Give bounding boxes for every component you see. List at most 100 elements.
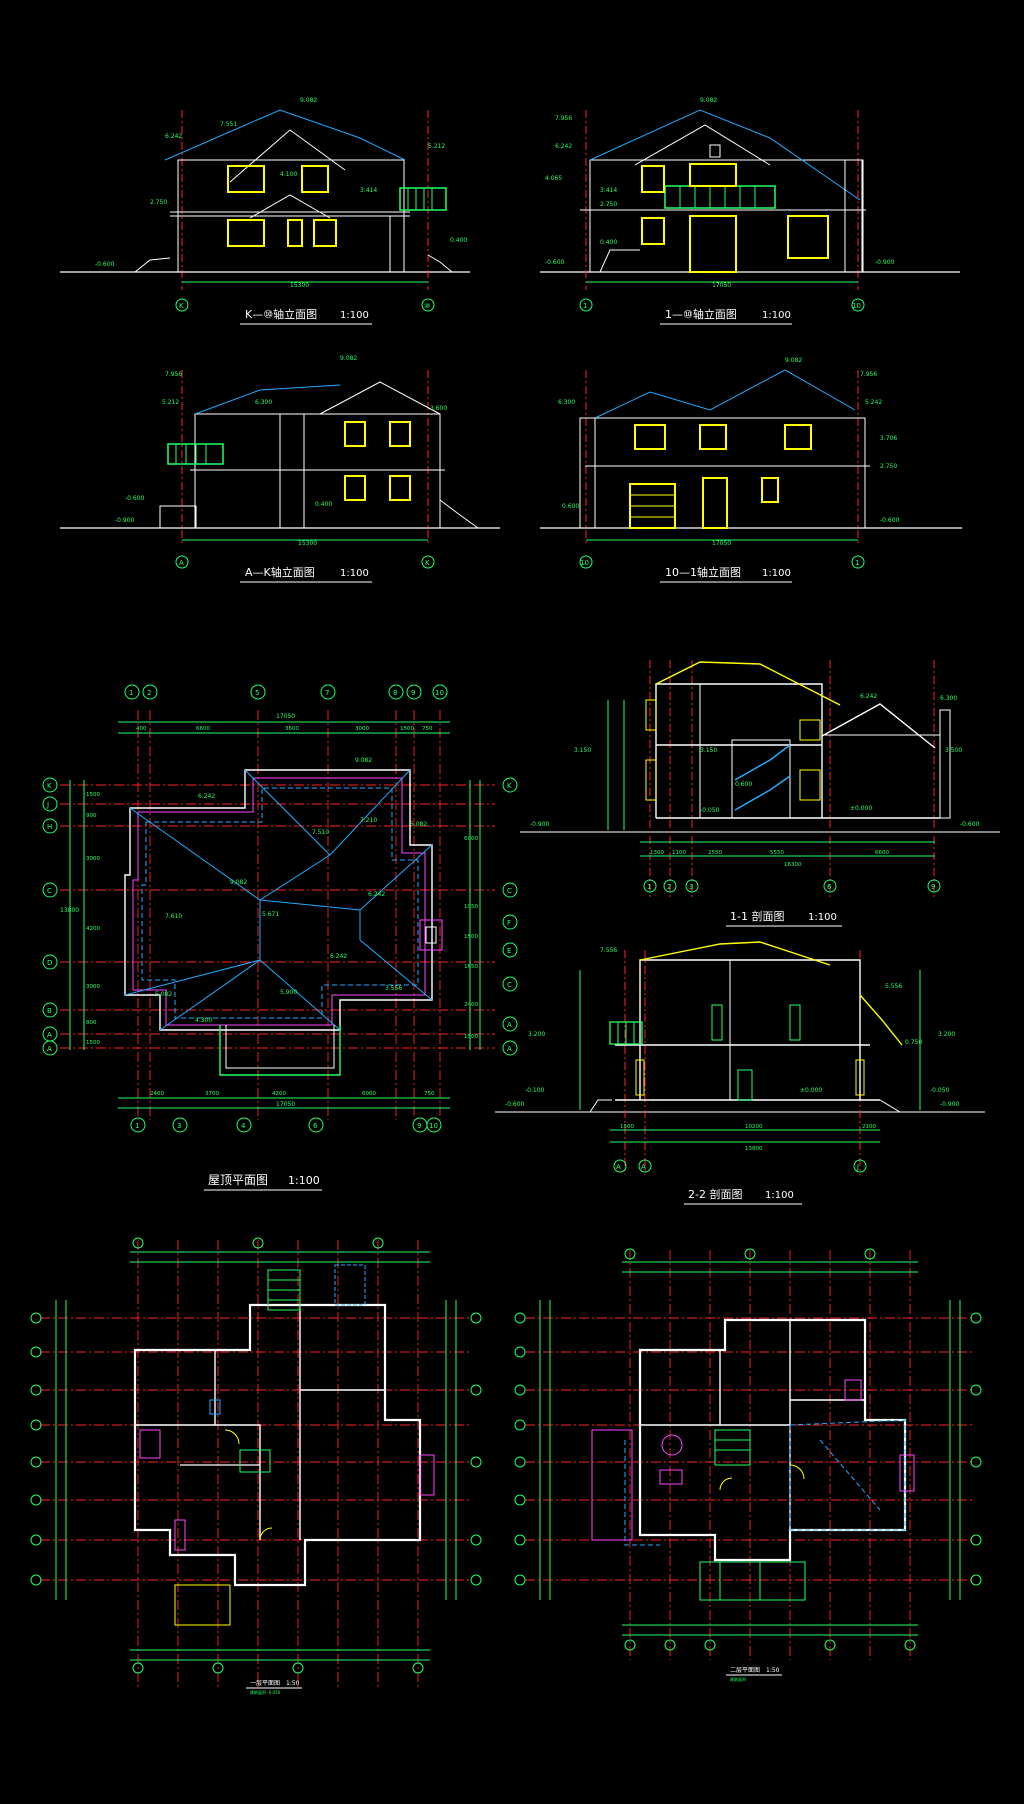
plan-1-scale: 1:50 xyxy=(286,1680,300,1687)
elevation-10-1: 17050 10 1 9.082 7.956 6.300 5.242 3.706… xyxy=(540,357,962,583)
s2-dim-0: 1500 xyxy=(620,1124,634,1130)
e1-h0: 9.082 xyxy=(300,97,317,104)
rp-bot-axis-1: 3 xyxy=(177,1122,181,1130)
rp-h8: 6.242 xyxy=(330,953,347,960)
s1-dim-3: 5550 xyxy=(770,850,784,856)
rp-h2: 7.510 xyxy=(312,829,329,836)
rp-top-axis-4: 8 xyxy=(393,689,397,697)
e4-span: 17050 xyxy=(712,540,731,547)
e4-h6: 0.600 xyxy=(562,503,579,510)
s1-h4: 3.500 xyxy=(945,747,962,754)
floor-plan-2: 二层平面图 1:50 建筑面积 xyxy=(514,1248,982,1682)
e2-h6: 0.400 xyxy=(600,239,617,246)
rp-h3: 7.210 xyxy=(360,817,377,824)
rp-right-dim-5: 1500 xyxy=(464,1034,478,1040)
e1-title: K—⑩轴立面图 xyxy=(245,307,317,321)
plan-2-note: 建筑面积 xyxy=(730,1676,746,1682)
e3-scale: 1:100 xyxy=(340,568,369,579)
s1-axis-4: 9 xyxy=(931,883,935,891)
rp-left-dim-6: 1500 xyxy=(86,1040,100,1046)
s2-dim-2: 2100 xyxy=(862,1124,876,1130)
s2-axis-0: A xyxy=(616,1163,621,1171)
rp-right-axis-0: K xyxy=(507,782,512,790)
e2-h7: -0.600 xyxy=(545,259,565,266)
rp-right-axis-6: A xyxy=(507,1045,512,1053)
e1-axis-left: K xyxy=(179,302,184,310)
roof-plan: 1 2 5 7 8 9 10 400 6600 3600 3000 1500 7… xyxy=(42,684,518,1191)
e2-h3: 4.065 xyxy=(545,175,562,182)
e2-title: 1—⑩轴立面图 xyxy=(665,307,737,321)
rp-left-axis-4: D xyxy=(47,959,52,967)
rp-right-dim-1: 1050 xyxy=(464,904,478,910)
e2-h2: 6.242 xyxy=(555,143,572,150)
rp-left-dim-3: 4200 xyxy=(86,926,100,932)
e1-h2: 6.242 xyxy=(165,133,182,140)
e2-h5: 2.750 xyxy=(600,201,617,208)
rp-left-dim-0: 1500 xyxy=(86,792,100,798)
e1-span: 15300 xyxy=(290,282,309,289)
rp-left-axis-3: C xyxy=(47,887,52,895)
e1-h8: -0.600 xyxy=(95,261,115,268)
section-2-2: 7.556 5.556 3.200 0.750 3.200 -0.100 -0.… xyxy=(495,941,985,1205)
s2-h6: -0.600 xyxy=(505,1101,525,1108)
rp-top-dim-0: 400 xyxy=(136,726,147,732)
s2-h5: -0.100 xyxy=(525,1087,545,1094)
rp-top-dim-4: 1500 xyxy=(400,726,414,732)
rp-right-dim-3: 1650 xyxy=(464,964,478,970)
rp-left-axis-7: A xyxy=(47,1045,52,1053)
e2-axis-left: 1 xyxy=(583,302,587,310)
e1-h5: 3.414 xyxy=(360,187,377,194)
rp-right-dim-0: 6000 xyxy=(464,836,478,842)
e3-h7: -0.900 xyxy=(115,517,135,524)
rp-top-axis-0: 1 xyxy=(129,689,133,697)
s2-h9: -0.900 xyxy=(940,1101,960,1108)
s2-h7: ±0.000 xyxy=(800,1087,822,1094)
rp-left-dim-2: 3000 xyxy=(86,856,100,862)
s1-h5: 0.600 xyxy=(735,781,752,788)
e3-h5: 0.400 xyxy=(315,501,332,508)
s1-h1: 6.300 xyxy=(940,695,957,702)
plan-2-scale: 1:50 xyxy=(766,1667,780,1674)
s1-dim-4: 6600 xyxy=(875,850,889,856)
rp-h4: 5.082 xyxy=(410,821,427,828)
rp-total-width-bottom: 17050 xyxy=(276,1101,295,1108)
e4-h5: 2.750 xyxy=(880,463,897,470)
e3-title: A—K轴立面图 xyxy=(245,565,315,579)
e2-span: 17050 xyxy=(712,282,731,289)
s1-h9: -0.600 xyxy=(960,821,980,828)
floor-plan-1: 一层平面图 1:50 建筑面积 -0.050 xyxy=(30,1237,482,1695)
e1-h4: 4.100 xyxy=(280,171,297,178)
rp-right-axis-5: A xyxy=(507,1021,512,1029)
rp-top-dim-3: 3000 xyxy=(355,726,369,732)
rp-bot-axis-5: 10 xyxy=(429,1122,438,1130)
rp-top-axis-5: 9 xyxy=(411,689,415,697)
rp-right-axis-3: E xyxy=(507,947,511,955)
elevation-k-10: 15300 K ⑩ 9.082 7.551 6.242 5.212 4.100 … xyxy=(60,97,470,325)
e4-h1: 7.956 xyxy=(860,371,877,378)
e1-h6: 2.750 xyxy=(150,199,167,206)
rp-top-axis-1: 2 xyxy=(147,689,151,697)
rp-right-axis-2: F xyxy=(507,919,511,927)
e1-axis-right: ⑩ xyxy=(424,302,430,310)
s2-h8: -0.050 xyxy=(930,1087,950,1094)
e3-h6: -0.600 xyxy=(125,495,145,502)
rp-h5: 9.082 xyxy=(230,879,247,886)
s1-axis-3: 6 xyxy=(827,883,832,891)
section-2-scale: 1:100 xyxy=(765,1190,794,1201)
e4-scale: 1:100 xyxy=(762,568,791,579)
rp-h6: 6.242 xyxy=(368,891,385,898)
e3-h4: 3.600 xyxy=(430,405,447,412)
plan-2-title: 二层平面图 xyxy=(730,1667,760,1674)
rp-total-depth: 13800 xyxy=(60,907,79,914)
s2-h3: 0.750 xyxy=(905,1039,922,1046)
rp-h13: 4.300 xyxy=(195,1017,212,1024)
s1-h3: 3.150 xyxy=(700,747,717,754)
e4-h4: 3.706 xyxy=(880,435,897,442)
e4-title: 10—1轴立面图 xyxy=(665,565,741,579)
e2-h4: 3.414 xyxy=(600,187,617,194)
e4-h7: -0.600 xyxy=(880,517,900,524)
rp-left-dim-1: 900 xyxy=(86,813,97,819)
rp-left-axis-1: J xyxy=(46,801,49,809)
s1-dim-0: 1300 xyxy=(650,850,664,856)
